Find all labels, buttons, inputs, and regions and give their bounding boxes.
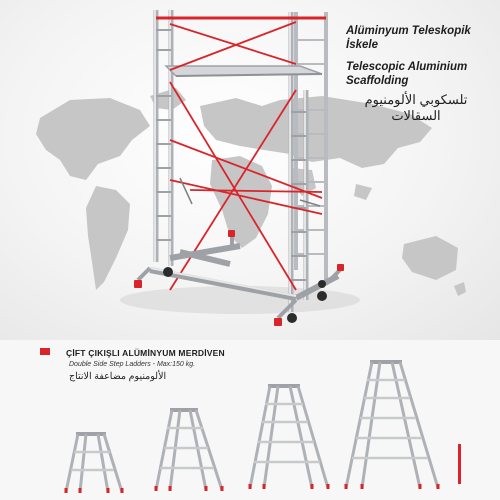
red-accent-mark: [458, 444, 461, 484]
ladders-section-arabic: الألومنيوم مضاعفة الانتاج: [69, 371, 167, 382]
section-marker: [40, 348, 50, 355]
title-arabic: تلسكوبي الألومنيوم السقالات: [364, 92, 468, 123]
ladders-section-subtitle: Double Side Step Ladders - Max:150 kg.: [69, 361, 196, 368]
ladder-large: [248, 384, 330, 489]
title-turkish: Alüminyum Teleskopik İskele: [346, 25, 471, 51]
ladders-section-title-text: ÇİFT ÇIKIŞLI ALÜMİNYUM MERDİVEN: [66, 348, 225, 358]
ladder-small: [64, 432, 124, 493]
ladder-medium: [154, 408, 224, 491]
ladder-xlarge: [344, 360, 440, 489]
title-english: Telescopic Aluminium Scaffolding: [346, 61, 468, 87]
scaffolding-graphic: [134, 10, 344, 326]
product-title-block: Alüminyum Teleskopik İskele Telescopic A…: [346, 24, 486, 124]
ladders-graphic: [64, 360, 440, 493]
ladders-section-title: ÇİFT ÇIKIŞLI ALÜMİNYUM MERDİVEN: [40, 348, 225, 358]
